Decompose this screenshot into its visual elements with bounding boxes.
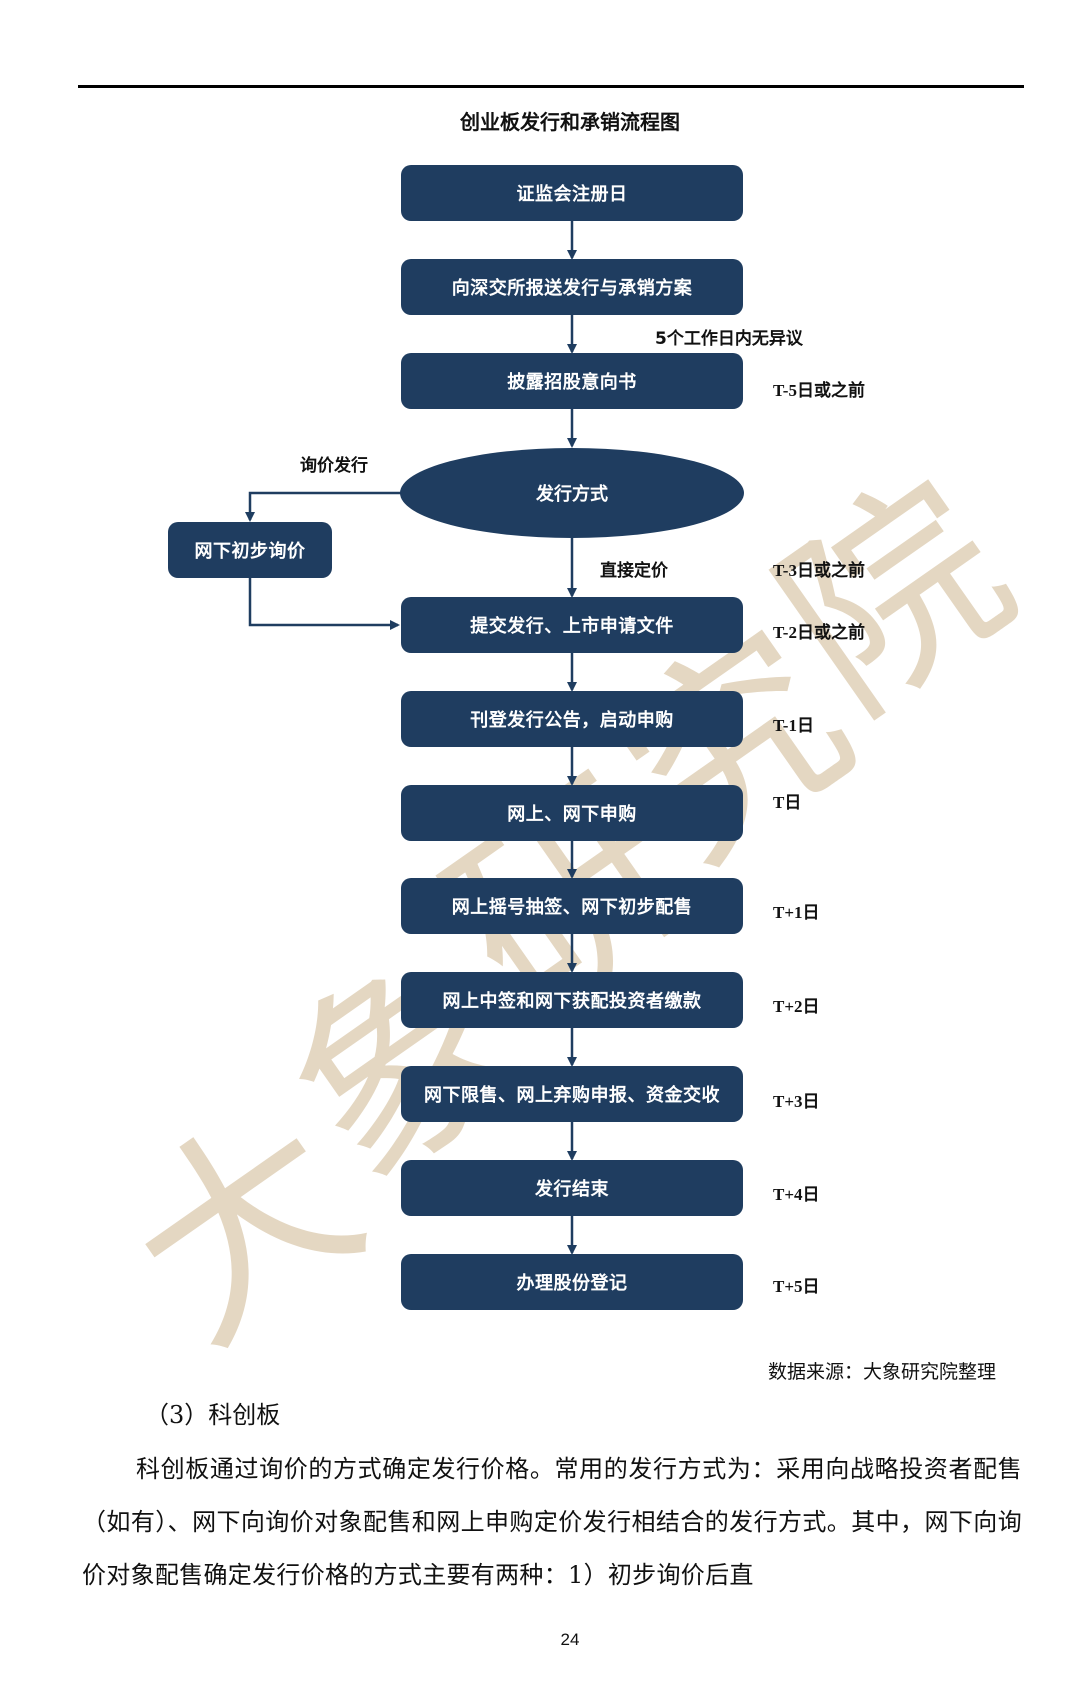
label-no-objection: 5个工作日内无异议 <box>655 329 803 349</box>
step-settlement: 网下限售、网上弃购申报、资金交收 <box>401 1066 743 1122</box>
step-prospectus: 披露招股意向书 <box>401 353 743 409</box>
body-paragraph: 科创板通过询价的方式确定发行价格。常用的发行方式为：采用向战略投资者配售（如有）… <box>82 1455 1022 1589</box>
time-t-plus-2: T+2日 <box>773 997 820 1016</box>
step-payment: 网上中签和网下获配投资者缴款 <box>401 972 743 1028</box>
time-t-plus-3: T+3日 <box>773 1092 820 1111</box>
time-t-minus-3: T-3日或之前 <box>773 561 865 580</box>
time-t-plus-5: T+5日 <box>773 1277 820 1296</box>
time-t-minus-5: T-5日或之前 <box>773 381 865 400</box>
time-t-plus-1: T+1日 <box>773 903 820 922</box>
data-source: 数据来源：大象研究院整理 <box>768 1361 997 1383</box>
section-heading: （3）科创板 <box>145 1401 281 1429</box>
time-t-plus-4: T+4日 <box>773 1185 820 1204</box>
decision-issue-method: 发行方式 <box>400 448 744 538</box>
step-submit-plan: 向深交所报送发行与承销方案 <box>401 259 743 315</box>
step-issue-end: 发行结束 <box>401 1160 743 1216</box>
label-direct-pricing: 直接定价 <box>600 561 668 581</box>
step-announcement: 刊登发行公告，启动申购 <box>401 691 743 747</box>
time-t: T日 <box>773 793 802 812</box>
header-rule <box>78 85 1024 88</box>
step-registration: 证监会注册日 <box>401 165 743 221</box>
step-submit-listing: 提交发行、上市申请文件 <box>401 597 743 653</box>
step-subscription: 网上、网下申购 <box>401 785 743 841</box>
label-inquiry: 询价发行 <box>300 456 368 476</box>
page-number: 24 <box>560 1630 580 1649</box>
step-share-registration: 办理股份登记 <box>401 1254 743 1310</box>
chart-title: 创业板发行和承销流程图 <box>460 110 680 134</box>
step-lottery: 网上摇号抽签、网下初步配售 <box>401 878 743 934</box>
time-t-minus-1: T-1日 <box>773 716 814 735</box>
time-t-minus-2: T-2日或之前 <box>773 623 865 642</box>
step-offline-inquiry: 网下初步询价 <box>168 522 332 578</box>
